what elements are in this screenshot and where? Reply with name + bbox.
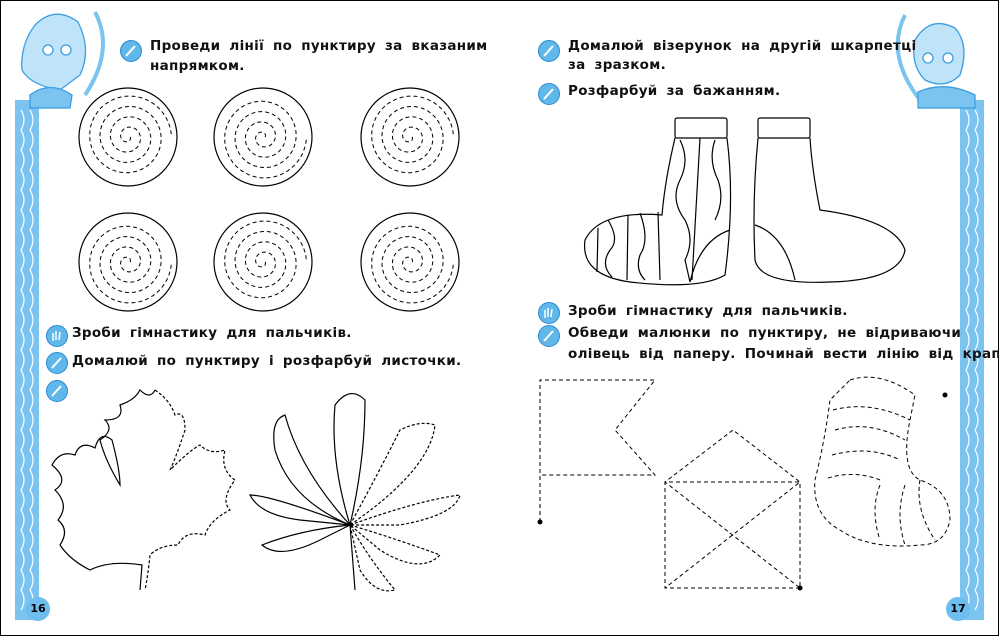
left-decor-strip	[15, 100, 39, 620]
page-number: 16	[26, 597, 50, 621]
spiral-circle	[360, 87, 460, 187]
pencil-icon	[46, 352, 68, 374]
strip-waves	[20, 109, 979, 611]
task-instruction: напрямком.	[150, 58, 245, 74]
pencil-icon	[538, 83, 560, 105]
pencil-icon	[120, 40, 142, 62]
start-dot	[537, 519, 543, 525]
task-instruction: Зроби гімнастику для пальчиків.	[568, 303, 848, 319]
task-instruction: Домалюй візерунок на другій шкарпетці	[568, 38, 917, 54]
boot-dashed-drawing	[814, 376, 951, 547]
start-dot	[797, 585, 803, 591]
task-instruction: Обведи малюнки по пунктиру, не відриваюч…	[568, 325, 962, 341]
pencil-icon	[538, 40, 560, 62]
pencil-icon	[46, 380, 68, 402]
spiral-circle	[213, 87, 313, 187]
start-dot	[942, 392, 948, 398]
socks-drawing	[583, 117, 906, 286]
task-instruction: Проведи лінії по пунктиру за вказаним	[150, 38, 488, 54]
flag-dashed-drawing	[539, 379, 657, 522]
task-instruction: Зроби гімнастику для пальчиків.	[72, 325, 352, 341]
pencil-icon	[538, 325, 560, 347]
page-number: 17	[946, 597, 970, 621]
envelope-dashed-drawing	[664, 429, 801, 590]
girl-character-illustration	[21, 11, 105, 109]
spiral-circle	[78, 87, 178, 187]
hand-icon	[538, 302, 560, 324]
boy-character-illustration	[895, 14, 976, 109]
spiral-circle	[213, 212, 313, 312]
task-instruction: Домалюй по пунктиру і розфарбуй листочки…	[72, 353, 462, 369]
spiral-circle	[78, 212, 178, 312]
hand-icon	[46, 325, 68, 347]
spiral-circle	[360, 212, 460, 312]
task-instruction: Розфарбуй за бажанням.	[568, 83, 781, 99]
chestnut-leaf-drawing	[249, 393, 461, 592]
task-instruction: олівець від паперу. Починай вести лінію …	[568, 346, 999, 362]
maple-leaf-drawing	[51, 388, 236, 591]
task-instruction: за зразком.	[568, 57, 667, 73]
right-decor-strip	[960, 100, 984, 620]
